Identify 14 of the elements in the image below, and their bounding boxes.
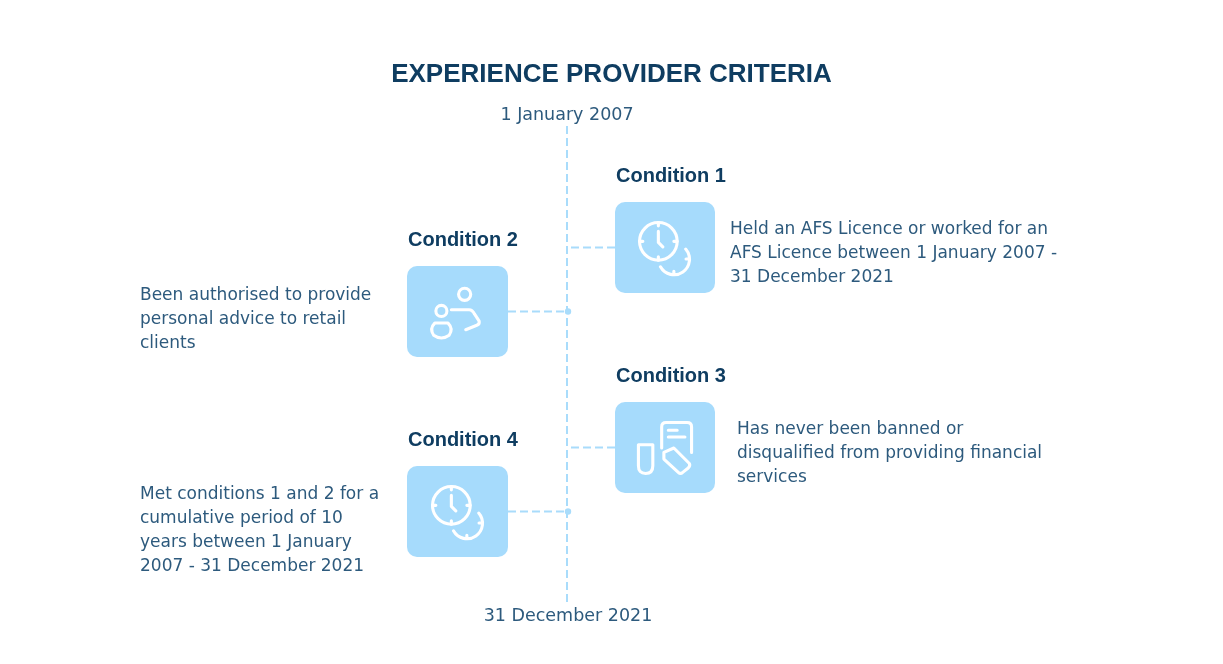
condition-description: Has never been banned or disqualified from providing financial services bbox=[737, 417, 1044, 488]
condition-description: Been authorised to provide personal advice to retail clients bbox=[140, 283, 373, 354]
title: EXPERIENCE PROVIDER CRITERIA bbox=[391, 57, 832, 89]
condition-heading: Condition 4 bbox=[407, 427, 518, 452]
condition-heading: Condition 1 bbox=[615, 163, 726, 188]
condition-description: Held an AFS Licence or worked for an AFS Licence between 1 January 2007 - 31 December 2021 bbox=[730, 217, 1059, 288]
connector-line bbox=[507, 508, 572, 515]
condition-heading: Condition 3 bbox=[615, 363, 726, 388]
timeline-line bbox=[566, 125, 568, 604]
connector-line bbox=[507, 308, 572, 315]
date-label: 31 December 2021 bbox=[483, 603, 653, 627]
date-label: 1 January 2007 bbox=[500, 102, 634, 126]
condition-description: Met conditions 1 and 2 for a cumulative period of 10 years between 1 January 2007 - 31 December 2021 bbox=[140, 482, 381, 577]
condition-heading: Condition 2 bbox=[407, 227, 518, 252]
